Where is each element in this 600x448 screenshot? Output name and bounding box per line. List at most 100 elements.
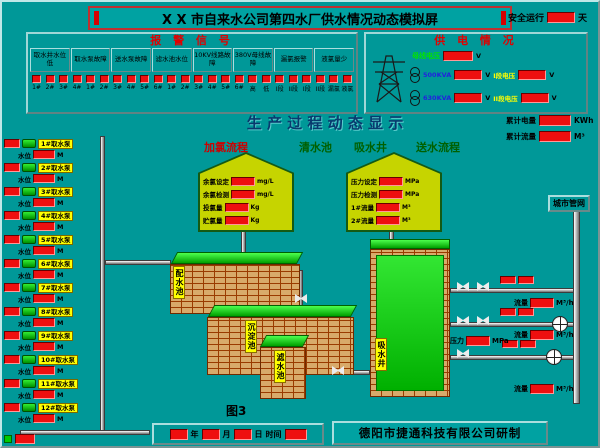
vendor-credit: 德阳市捷通科技有限公司研制	[332, 421, 548, 445]
voltage-unit: V	[549, 71, 555, 79]
pump-row: 2#取水泵	[4, 162, 100, 173]
valve-icon	[457, 349, 469, 358]
alarm-lamp-label: 2#	[99, 84, 109, 91]
level-display	[33, 366, 55, 375]
alarm-lamp-label: 高	[249, 86, 256, 93]
pump-name: 1#取水泵	[38, 138, 74, 149]
intake-pump-unit: 5#取水泵 水位 M	[4, 234, 100, 256]
alarm-group-label: 送水泵故障	[111, 48, 151, 72]
level-unit: M	[57, 174, 64, 183]
transformer-voltage-display	[454, 93, 483, 103]
alarm-indicator: 1#	[30, 75, 43, 93]
year-display	[169, 428, 188, 440]
alarm-lamp	[288, 75, 298, 83]
valve-icon	[477, 282, 489, 291]
total-unit: M³	[574, 132, 585, 141]
pump-name: 4#取水泵	[38, 210, 74, 221]
level-row: 水位 M	[4, 317, 100, 328]
sedimentation-tank-label: 沉淀池	[245, 320, 257, 353]
level-unit: M	[57, 246, 64, 255]
bus-voltage-display	[443, 51, 473, 61]
alarm-indicator: II段	[314, 75, 327, 93]
total-label: 累计电量	[506, 116, 536, 125]
intake-pump-unit: 11#取水泵 水位 M	[4, 378, 100, 400]
alarm-lamp	[86, 75, 96, 83]
pump-icon	[22, 403, 36, 412]
pump-row: 6#取水泵	[4, 258, 100, 269]
alarm-indicator: I段	[300, 75, 313, 93]
level-display	[33, 390, 55, 399]
readout-display	[224, 202, 249, 212]
status-display	[518, 276, 534, 284]
readout-unit: mg/L	[257, 190, 274, 198]
house-readout: 2#流量 M³	[351, 215, 439, 225]
safety-status: 安全运行 天	[508, 11, 587, 24]
delivery-pump-icon	[552, 316, 568, 332]
pump-flow-display	[4, 331, 20, 340]
house-readout: 1#流量 M³	[351, 202, 439, 212]
status-display	[518, 308, 534, 316]
month-label: 月	[222, 429, 231, 439]
alarm-group-label: 380V母线故障	[233, 48, 273, 72]
alarm-lamp	[99, 75, 109, 83]
alarm-indicator: 4#	[206, 75, 219, 93]
transformer-rows: 500KVA V I段电压 V 630KVA V II段电压 V	[410, 67, 557, 106]
readout-display	[379, 189, 403, 199]
pump-name: 8#取水泵	[38, 306, 74, 317]
alarm-indicator: 低	[260, 75, 273, 93]
level-label: 水位	[18, 247, 31, 256]
level-row: 水位 M	[4, 269, 100, 280]
intake-pump-unit: 1#取水泵 水位 M	[4, 138, 100, 160]
pump-name: 9#取水泵	[38, 330, 74, 341]
alarm-lamp-label: 1#	[32, 84, 41, 91]
alarm-lamp	[45, 75, 55, 83]
alarm-group-label: 10KV线路故障	[192, 48, 233, 72]
day-display	[233, 428, 252, 440]
pump-name: 10#取水泵	[38, 354, 78, 365]
level-row: 水位 M	[4, 173, 100, 184]
transformer-row: 630KVA V II段电压 V	[410, 90, 557, 106]
clear-water-tank	[370, 249, 450, 397]
house-readout: 压力设定 MPa	[351, 176, 439, 186]
alarm-lamp-label: 漏氯	[327, 86, 340, 93]
intake-pump-unit: 2#取水泵 水位 M	[4, 162, 100, 184]
alarm-lamp	[342, 75, 352, 83]
outlet-pressure-readout: 压力 MPa	[450, 336, 509, 346]
alarm-lamp	[234, 75, 244, 83]
level-row: 水位 M	[4, 245, 100, 256]
alarm-lamp-label: 1#	[167, 84, 177, 91]
alarm-lamp-label: II段	[288, 86, 299, 93]
alarm-indicator: 3#	[111, 75, 124, 93]
alarm-lamp-label: 2#	[180, 84, 190, 91]
flow-readout: 流量 M³/h	[514, 330, 574, 340]
alarm-lamp-label: 液氯	[341, 86, 354, 93]
alarm-lamp-label: 2#	[45, 84, 55, 91]
alarm-indicator: 4#	[125, 75, 138, 93]
alarm-lamp-label: II段	[315, 86, 326, 93]
intake-main-pipe	[100, 136, 105, 432]
suction-well-label: 吸水井	[375, 338, 387, 371]
sedimentation-tank-top	[207, 305, 358, 317]
pressure-unit: MPa	[492, 337, 509, 345]
valve-icon	[457, 282, 469, 291]
level-row: 水位 M	[4, 413, 100, 424]
chlorine-house-pipe	[241, 230, 246, 254]
alarm-indicator: 液氯	[341, 75, 354, 93]
pump-flow-display	[4, 211, 20, 220]
alarm-indicator: 5#	[138, 75, 151, 93]
stage-label-clear-water: 清水池	[299, 141, 332, 154]
chlorination-house: 余氯设定 mg/L 余氯检测 mg/L 投氯量 Kg 贮氯量	[198, 152, 294, 232]
house-readout: 余氯检测 mg/L	[203, 189, 291, 199]
stage-label-chlorination: 加氯流程	[204, 141, 248, 154]
month-display	[201, 428, 220, 440]
pump-row: 1#取水泵	[4, 138, 100, 149]
pump-row: 11#取水泵	[4, 378, 100, 389]
intake-pump-unit: 10#取水泵 水位 M	[4, 354, 100, 376]
valve-icon	[332, 366, 344, 375]
intake-pump-unit: 8#取水泵 水位 M	[4, 306, 100, 328]
level-label: 水位	[18, 271, 31, 280]
readout-label: 余氯检测	[203, 191, 229, 199]
intake-pump-unit: 7#取水泵 水位 M	[4, 282, 100, 304]
pump-icon	[22, 259, 36, 268]
